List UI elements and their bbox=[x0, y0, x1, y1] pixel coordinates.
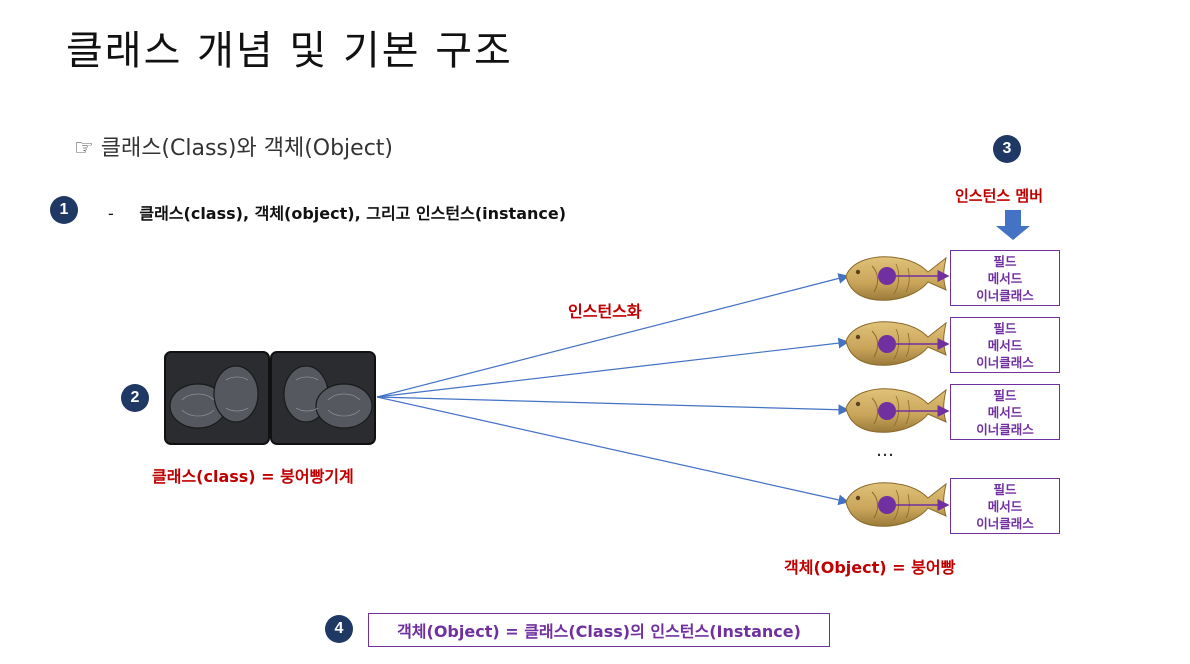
member-inner-class: 이너클래스 bbox=[976, 354, 1034, 370]
member-method: 메서드 bbox=[987, 270, 1023, 286]
section-subtitle: ☞ 클래스(Class)와 객체(Object) bbox=[74, 136, 394, 161]
member-box-4: 필드 메서드 이너클래스 bbox=[950, 478, 1060, 534]
arrow-to-object-2 bbox=[376, 337, 850, 398]
badge-3: 3 bbox=[993, 135, 1021, 163]
badge-4: 4 bbox=[325, 615, 353, 643]
member-field: 필드 bbox=[993, 387, 1017, 403]
page-title: 클래스 개념 및 기본 구조 bbox=[66, 28, 513, 74]
member-box-1: 필드 메서드 이너클래스 bbox=[950, 250, 1060, 306]
member-box-3: 필드 메서드 이너클래스 bbox=[950, 384, 1060, 440]
bullet-dash: - bbox=[108, 204, 114, 223]
arrow-to-object-1 bbox=[376, 273, 850, 398]
arrow-to-object-3 bbox=[376, 396, 850, 416]
member-pointers bbox=[878, 267, 950, 514]
member-inner-class: 이너클래스 bbox=[976, 421, 1034, 437]
member-box-2: 필드 메서드 이너클래스 bbox=[950, 317, 1060, 373]
member-method: 메서드 bbox=[987, 404, 1023, 420]
member-field: 필드 bbox=[993, 481, 1017, 497]
taiyaki-mold-icon bbox=[164, 351, 376, 445]
instantiation-label: 인스턴스화 bbox=[568, 302, 642, 321]
arrow-to-object-4 bbox=[376, 396, 850, 506]
instantiation-arrows bbox=[376, 273, 850, 506]
point-1-label: 클래스(class), 객체(object), 그리고 인스턴스(instanc… bbox=[139, 204, 567, 223]
down-arrow-icon bbox=[996, 210, 1030, 240]
member-inner-class: 이너클래스 bbox=[976, 287, 1034, 303]
object-label: 객체(Object) = 붕어빵 bbox=[784, 558, 956, 577]
member-field: 필드 bbox=[993, 253, 1017, 269]
ellipsis: … bbox=[876, 440, 894, 461]
badge-1: 1 bbox=[50, 196, 78, 224]
badge-2: 2 bbox=[121, 384, 149, 412]
taiyaki-icon bbox=[845, 256, 947, 527]
class-label: 클래스(class) = 붕어빵기계 bbox=[152, 467, 354, 486]
member-method: 메서드 bbox=[987, 337, 1023, 353]
point-1-text: - 클래스(class), 객체(object), 그리고 인스턴스(insta… bbox=[108, 200, 566, 224]
member-inner-class: 이너클래스 bbox=[976, 515, 1034, 531]
member-field: 필드 bbox=[993, 320, 1017, 336]
member-method: 메서드 bbox=[987, 498, 1023, 514]
instance-members-label: 인스턴스 멤버 bbox=[955, 187, 1044, 205]
definition-box: 객체(Object) = 클래스(Class)의 인스턴스(Instance) bbox=[368, 613, 830, 647]
